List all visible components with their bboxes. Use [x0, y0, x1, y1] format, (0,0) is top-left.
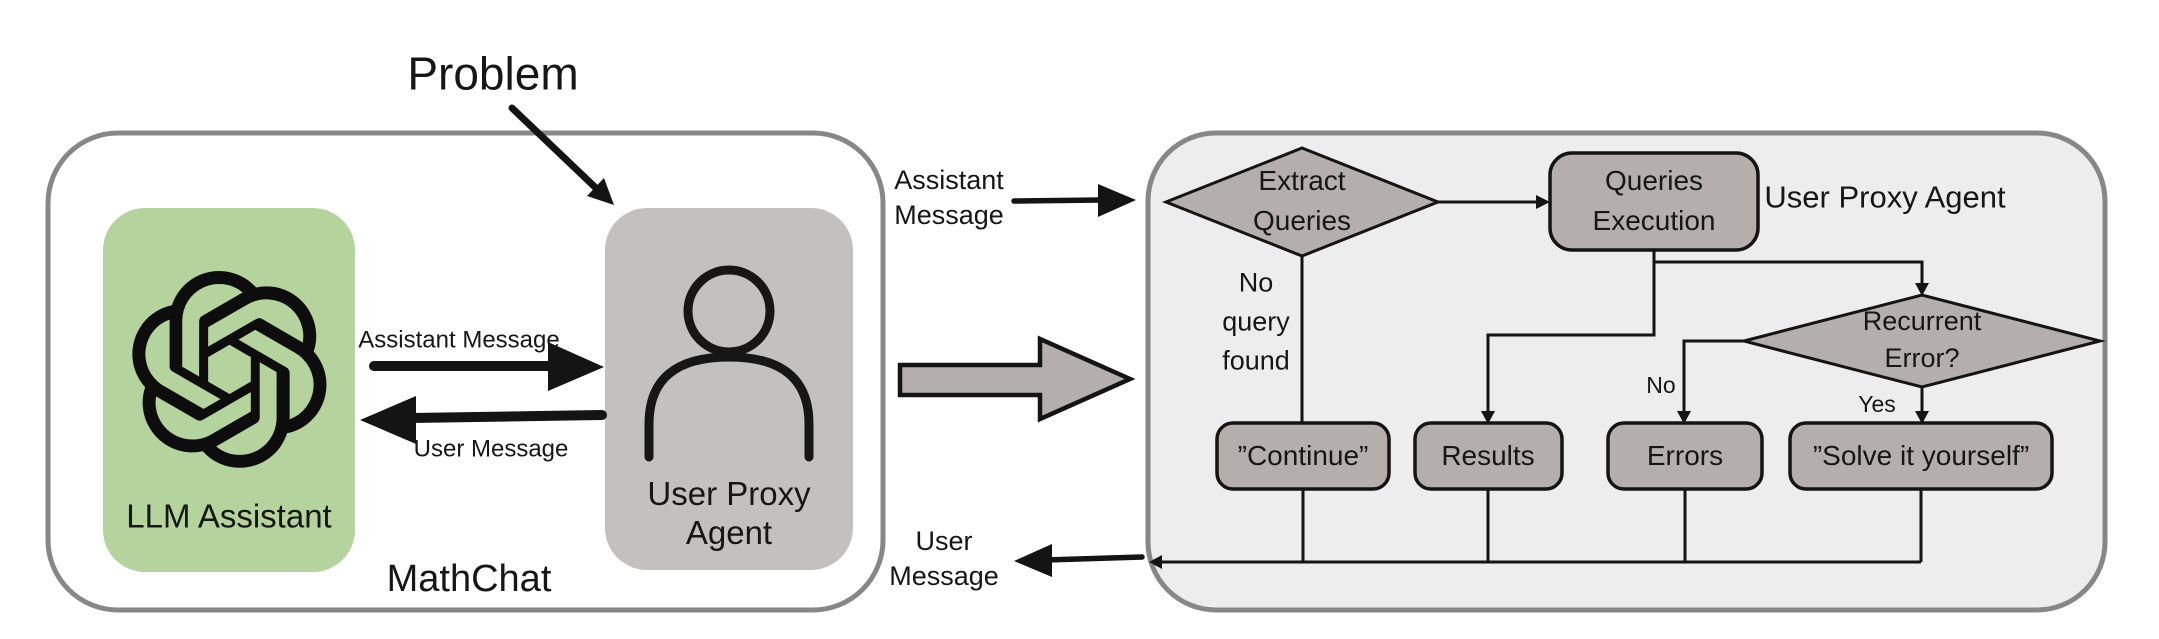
recurrent-error-line1: Recurrent	[1862, 306, 1982, 336]
assistant-message-arrow	[369, 342, 604, 391]
errors-label: Errors	[1646, 440, 1724, 471]
no-query-found-line3: found	[1222, 345, 1290, 376]
yes-branch-label: Yes	[1858, 391, 1896, 418]
user-proxy-node-line2: Agent	[685, 514, 773, 551]
user-message-mid-line1: User	[915, 526, 973, 556]
extract-queries-label: Extract Queries	[1253, 161, 1351, 241]
user-message-inner-label: User Message	[413, 435, 569, 463]
user-message-mid-arrow	[1014, 544, 1145, 577]
assistant-message-mid-line1: Assistant	[894, 165, 1004, 195]
user-proxy-agent-box	[605, 208, 853, 570]
no-query-found-line2: query	[1222, 306, 1290, 337]
solve-yourself-label: ”Solve it yourself”	[1812, 440, 2030, 471]
errors-box	[1606, 421, 1764, 491]
extract-queries-line1: Extract	[1258, 165, 1346, 196]
handoff-block-arrow	[897, 335, 1136, 423]
user-message-mid-label: User Message	[889, 524, 999, 594]
solve-yourself-box	[1788, 421, 2054, 491]
results-label: Results	[1441, 440, 1535, 471]
queries-execution-line2: Execution	[1592, 205, 1716, 236]
recurrent-error-line2: Error?	[1884, 343, 1960, 373]
recurrent-error-label: Recurrent Error?	[1863, 303, 1982, 377]
flow-arrowheads	[1149, 195, 1929, 569]
results-box	[1413, 421, 1564, 491]
user-message-mid-line2: Message	[889, 561, 999, 591]
queries-execution-box	[1548, 151, 1760, 252]
assistant-message-inner-label: Assistant Message	[358, 326, 560, 354]
queries-execution-label: Queries Execution	[1593, 161, 1716, 241]
problem-arrow	[508, 104, 614, 205]
problem-label: Problem	[407, 47, 579, 100]
assistant-message-mid-label: Assistant Message	[894, 163, 1004, 233]
flow-connectors	[1162, 200, 1924, 564]
assistant-message-mid-arrow	[1011, 184, 1136, 217]
flowchart-title: User Proxy Agent	[1764, 179, 2006, 215]
llm-assistant-label: LLM Assistant	[126, 497, 332, 535]
extract-queries-line2: Queries	[1252, 205, 1352, 236]
person-icon	[644, 265, 814, 462]
openai-logo-icon	[132, 271, 327, 468]
user-proxy-node-label: User Proxy Agent	[647, 474, 810, 552]
queries-execution-line1: Queries	[1604, 165, 1704, 196]
user-proxy-node-line1: User Proxy	[647, 475, 811, 512]
no-query-found-line1: No	[1238, 267, 1274, 298]
no-branch-label: No	[1646, 372, 1676, 399]
assistant-message-mid-line2: Message	[894, 200, 1004, 230]
no-query-found-label: No query found	[1222, 264, 1290, 381]
mathchat-label: MathChat	[386, 558, 552, 601]
recurrent-error-diamond	[1738, 293, 2106, 389]
user-message-arrow	[360, 396, 607, 444]
extract-queries-diamond	[1161, 146, 1443, 258]
continue-label: ”Continue”	[1237, 440, 1369, 471]
continue-box	[1215, 421, 1391, 491]
